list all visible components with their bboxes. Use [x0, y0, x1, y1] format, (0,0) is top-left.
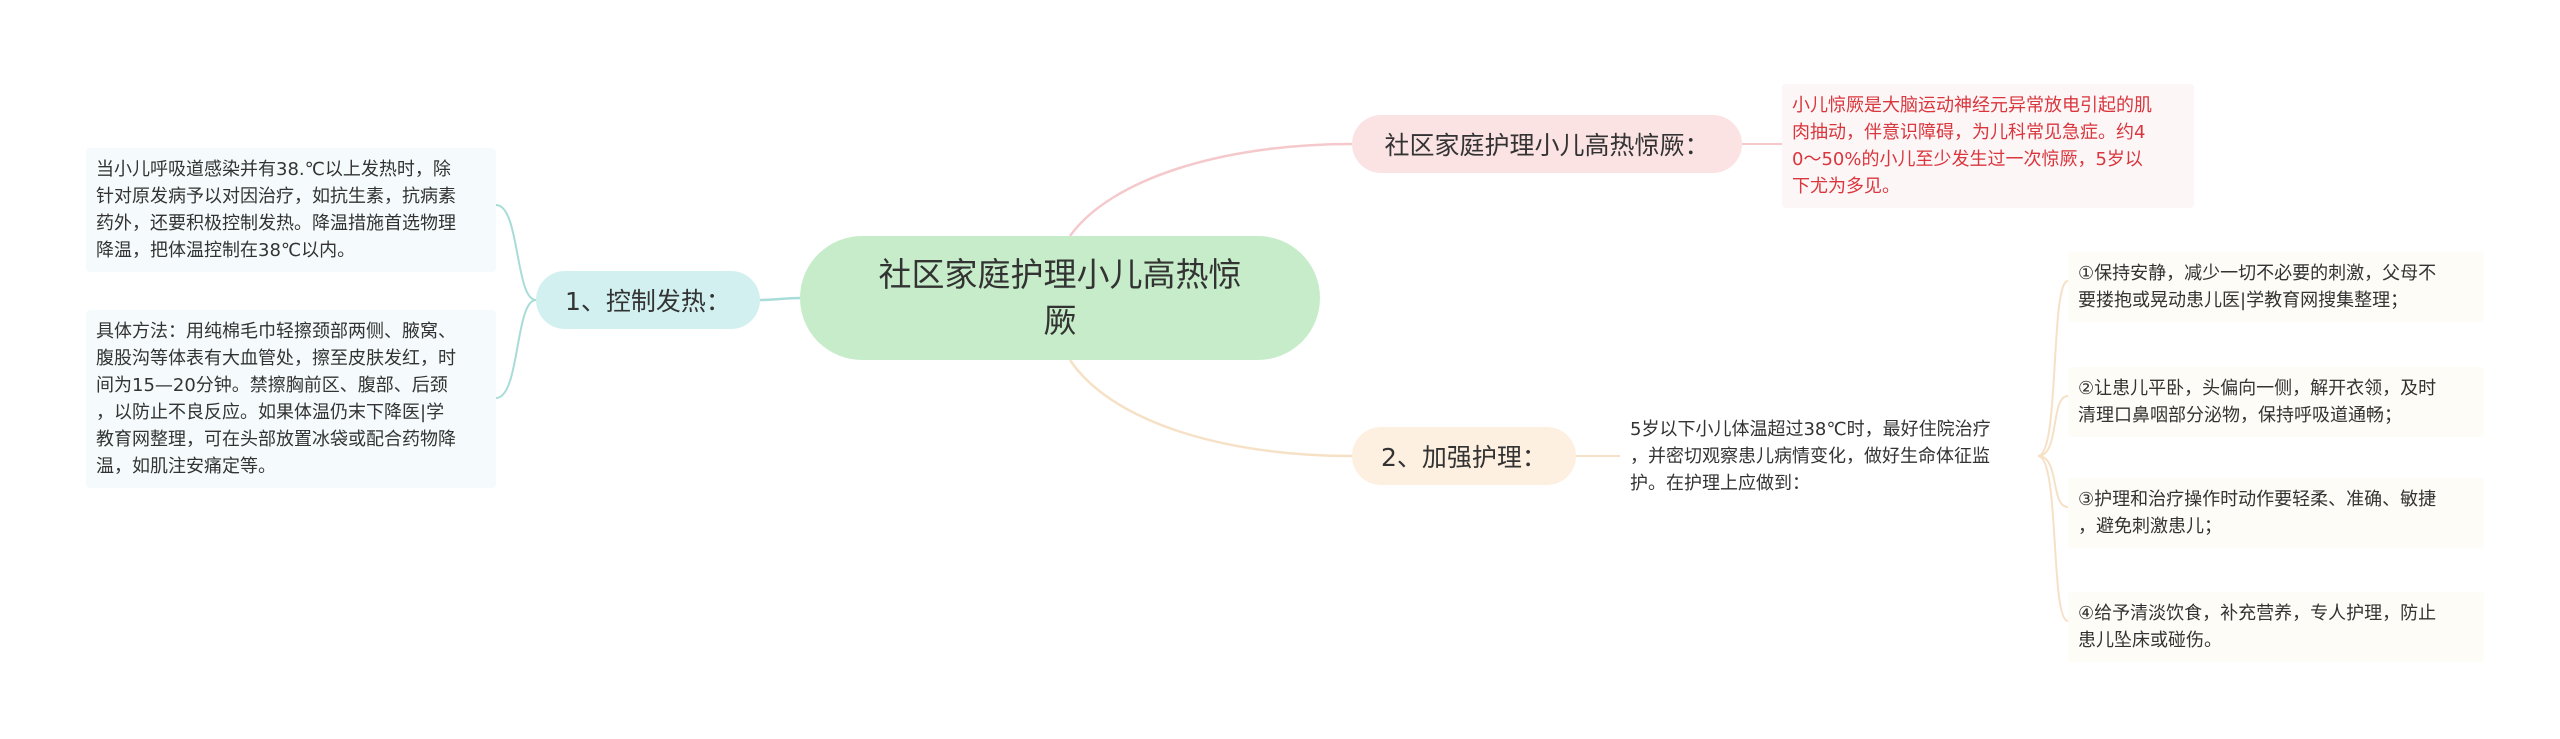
leaf-line: ，以防止不良反应。如果体温仍末下降医|学: [96, 402, 445, 423]
branch-care[interactable]: 2、加强护理：: [1352, 427, 1576, 485]
leaf-line: 清理口鼻咽部分泌物，保持呼吸道通畅；: [2078, 405, 2402, 426]
leaf-line: 间为15—20分钟。禁擦胸前区、腹部、后颈: [96, 375, 448, 396]
link-care-item2: [2037, 395, 2069, 457]
leaf-definition[interactable]: 小儿惊厥是大脑运动神经元异常放电引起的肌 肉抽动，伴意识障碍，为儿科常见急症。约…: [1782, 84, 2194, 208]
leaf-line: 要搂抱或晃动患儿医|学教育网搜集整理；: [2078, 290, 2409, 311]
link-fever-leaf1: [495, 204, 537, 301]
branch-definition-label: 社区家庭护理小儿高热惊厥：: [1384, 131, 1710, 160]
link-root-definition: [1068, 142, 1353, 237]
leaf-line: 教育网整理，可在头部放置冰袋或配合药物降: [96, 429, 456, 450]
leaf-line: 降温，把体温控制在38℃以内。: [96, 240, 356, 261]
leaf-line: ②让患儿平卧，头偏向一侧，解开衣领，及时: [2078, 378, 2437, 399]
leaf-line: 患儿坠床或碰伤。: [2078, 630, 2222, 651]
leaf-care-item-1[interactable]: ①保持安静，减少一切不必要的刺激，父母不 要搂抱或晃动患儿医|学教育网搜集整理；: [2068, 252, 2484, 322]
branch-care-label: 2、加强护理：: [1381, 443, 1547, 472]
leaf-line: 肉抽动，伴意识障碍，为儿科常见急症。约4: [1792, 122, 2146, 143]
root-title: 社区家庭护理小儿高热惊厥: [878, 255, 1242, 340]
leaf-fever-2[interactable]: 具体方法：用纯棉毛巾轻擦颈部两侧、腋窝、 腹股沟等体表有大血管处，擦至皮肤发红，…: [86, 310, 496, 488]
leaf-line: 温，如肌注安痛定等。: [96, 456, 276, 477]
leaf-line: ①保持安静，减少一切不必要的刺激，父母不: [2078, 263, 2437, 284]
leaf-line: 针对原发病予以对因治疗，如抗生素，抗病素: [96, 186, 456, 207]
link-root-care: [1068, 359, 1353, 458]
link-care-item3: [2037, 455, 2069, 508]
leaf-line: ④给予清淡饮食，补充营养，专人护理，防止: [2078, 603, 2437, 624]
leaf-line: ③护理和治疗操作时动作要轻柔、准确、敏捷: [2078, 489, 2437, 510]
leaf-line: 护。在护理上应做到：: [1630, 473, 1810, 494]
leaf-line: ，避免刺激患儿；: [2078, 516, 2222, 537]
leaf-line: 腹股沟等体表有大血管处，擦至皮肤发红，时: [96, 348, 456, 369]
leaf-line: ，并密切观察患儿病情变化，做好生命体征监: [1630, 446, 1990, 467]
leaf-line: 小儿惊厥是大脑运动神经元异常放电引起的肌: [1792, 95, 2152, 116]
leaf-line: 药外，还要积极控制发热。降温措施首选物理: [96, 213, 456, 234]
branch-fever-control[interactable]: 1、控制发热：: [536, 271, 760, 329]
branch-definition[interactable]: 社区家庭护理小儿高热惊厥：: [1352, 115, 1742, 173]
branch-fever-label: 1、控制发热：: [565, 287, 731, 316]
leaf-fever-1[interactable]: 当小儿呼吸道感染并有38.℃以上发热时，除 针对原发病予以对因治疗，如抗生素，抗…: [86, 148, 496, 272]
leaf-care-item-2[interactable]: ②让患儿平卧，头偏向一侧，解开衣领，及时 清理口鼻咽部分泌物，保持呼吸道通畅；: [2068, 367, 2484, 437]
root-topic[interactable]: 社区家庭护理小儿高热惊厥: [800, 236, 1320, 360]
leaf-care-main[interactable]: 5岁以下小儿体温超过38℃时，最好住院治疗 ，并密切观察患儿病情变化，做好生命体…: [1620, 408, 2038, 505]
link-fever-leaf2: [495, 299, 537, 399]
leaf-line: 5岁以下小儿体温超过38℃时，最好住院治疗: [1630, 419, 1991, 440]
leaf-line: 具体方法：用纯棉毛巾轻擦颈部两侧、腋窝、: [96, 321, 456, 342]
link-care-item1: [2037, 280, 2069, 457]
leaf-line: 当小儿呼吸道感染并有38.℃以上发热时，除: [96, 159, 451, 180]
leaf-line: 0～50%的小儿至少发生过一次惊厥，5岁以: [1792, 149, 2143, 170]
leaf-line: 下尤为多见。: [1792, 176, 1900, 197]
leaf-care-item-3[interactable]: ③护理和治疗操作时动作要轻柔、准确、敏捷 ，避免刺激患儿；: [2068, 478, 2484, 548]
leaf-care-item-4[interactable]: ④给予清淡饮食，补充营养，专人护理，防止 患儿坠床或碰伤。: [2068, 592, 2484, 662]
link-root-fever: [759, 296, 801, 302]
link-care-item4: [2037, 455, 2069, 622]
